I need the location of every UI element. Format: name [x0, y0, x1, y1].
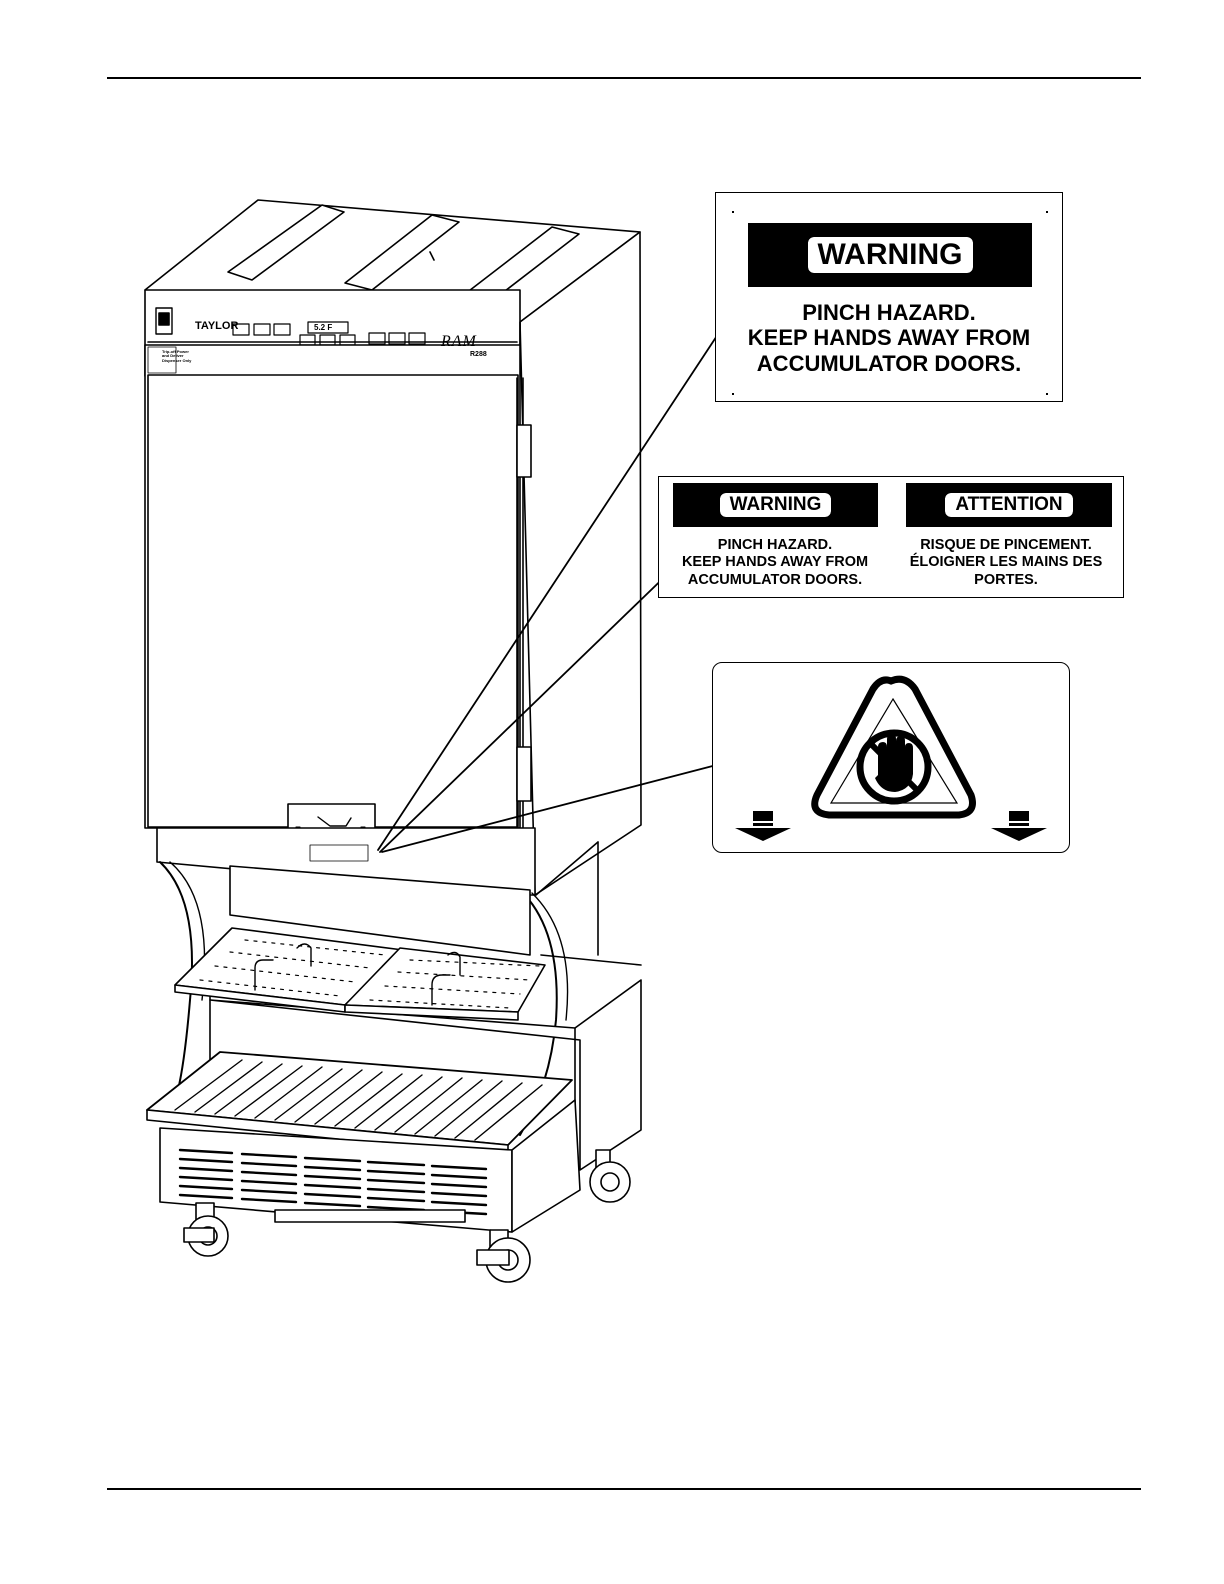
brand-logo: TAYLOR: [195, 320, 238, 332]
model-logo: RAM: [441, 333, 477, 351]
warning-banner-left: WARNING: [673, 483, 878, 527]
warning-decal-bilingual: WARNING ATTENTION PINCH HAZARD. KEEP HAN…: [658, 476, 1124, 598]
right-line-1: RISQUE DE PINCEMENT.: [889, 537, 1123, 554]
left-line-3: ACCUMULATOR DOORS.: [661, 572, 889, 589]
right-line-2: ÉLOIGNER LES MAINS DES: [889, 554, 1123, 571]
cabinet-door: [148, 375, 518, 827]
no-hand-triangle-icon: [815, 679, 973, 815]
left-line-1: PINCH HAZARD.: [661, 537, 889, 554]
temperature-display: 5.2 F: [314, 323, 332, 332]
side-label-line-3: Dispenser Only: [162, 359, 191, 363]
down-arrow-icon: [991, 811, 1047, 841]
cabinet-right-side: [520, 232, 641, 895]
warning-line-2: KEEP HANDS AWAY FROM: [716, 325, 1062, 350]
warning-message: PINCH HAZARD. KEEP HANDS AWAY FROM ACCUM…: [716, 300, 1062, 376]
warning-message-left: PINCH HAZARD. KEEP HANDS AWAY FROM ACCUM…: [661, 537, 889, 589]
warning-banner: WARNING: [748, 223, 1032, 287]
pictogram-decal: [712, 662, 1070, 853]
warning-line-3: ACCUMULATOR DOORS.: [716, 351, 1062, 376]
down-arrow-icon: [735, 811, 791, 841]
warning-decal-english: WARNING PINCH HAZARD. KEEP HANDS AWAY FR…: [715, 192, 1063, 402]
warning-line-1: PINCH HAZARD.: [716, 300, 1062, 325]
right-line-3: PORTES.: [889, 572, 1123, 589]
warning-banner-left-text: WARNING: [720, 493, 832, 517]
warning-banner-text: WARNING: [808, 237, 973, 273]
model-number: R288: [470, 351, 487, 358]
left-line-2: KEEP HANDS AWAY FROM: [661, 554, 889, 571]
attention-message-right: RISQUE DE PINCEMENT. ÉLOIGNER LES MAINS …: [889, 537, 1123, 589]
attention-banner-right-text: ATTENTION: [945, 493, 1072, 517]
side-label-text: Trip-off Power and Deliver Dispenser Onl…: [162, 350, 191, 363]
attention-banner-right: ATTENTION: [906, 483, 1112, 527]
